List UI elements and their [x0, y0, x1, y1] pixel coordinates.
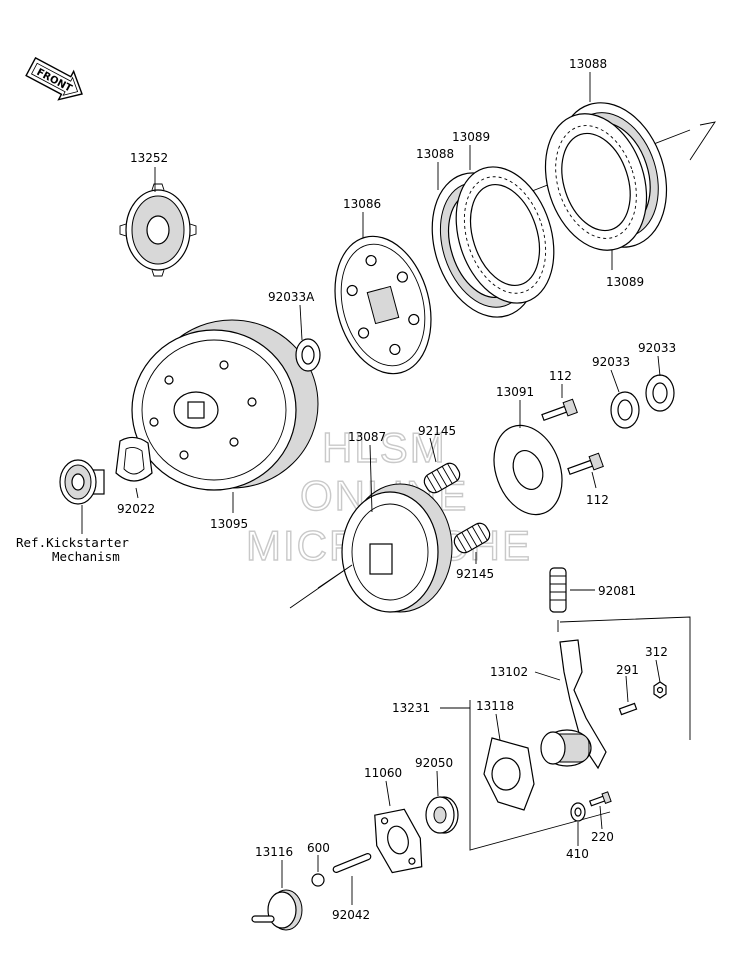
pressure-plate: [334, 235, 432, 375]
leader-lines: [81, 72, 661, 905]
release-lever: [559, 639, 607, 770]
seal-92050: [425, 796, 459, 834]
label-92050: 92050: [415, 756, 453, 770]
spring-92081: [549, 567, 567, 613]
label-92022: 92022: [117, 502, 155, 516]
bolt-112-bottom: [567, 452, 604, 476]
push-rod-13116: [251, 889, 303, 931]
watermark-line-1: HLSM: [322, 424, 447, 471]
label-92145-top: 92145: [418, 424, 456, 438]
reference-note-line-2: Mechanism: [52, 549, 120, 564]
gear-13252: [119, 183, 197, 277]
clutch-housing-gear: [131, 319, 319, 491]
label-13095: 13095: [210, 517, 248, 531]
washer-92033-b: [645, 374, 675, 412]
washer-92033A: [295, 338, 321, 372]
label-600: 600: [307, 841, 330, 855]
washer-410: [570, 802, 586, 822]
label-410: 410: [566, 847, 589, 861]
reference-note-line-1: Ref.Kickstarter: [16, 535, 129, 550]
label-13089-top: 13089: [452, 130, 490, 144]
plate-13091: [493, 424, 563, 516]
label-92033A: 92033A: [268, 290, 315, 304]
label-13089-bottom: 13089: [606, 275, 644, 289]
label-220: 220: [591, 830, 614, 844]
label-13091: 13091: [496, 385, 534, 399]
pin-92042: [332, 853, 372, 873]
ball-600: [311, 873, 325, 887]
label-13118: 13118: [476, 699, 514, 713]
label-112-bottom: 112: [586, 493, 609, 507]
front-arrow-icon: FRONT: [25, 56, 83, 101]
gasket-11060: [374, 808, 423, 874]
label-13087: 13087: [348, 430, 386, 444]
part-labels: 13088 13089 13088 13089 13252 13086 9203…: [16, 57, 676, 922]
label-92042: 92042: [332, 908, 370, 922]
label-13252: 13252: [130, 151, 168, 165]
screw-291: [618, 702, 638, 716]
label-92145-bottom: 92145: [456, 567, 494, 581]
kickstarter-gear: [59, 459, 105, 505]
release-shaft: [540, 729, 592, 767]
release-holder: [483, 737, 535, 811]
plate-92022: [115, 436, 153, 482]
clutch-plate-stack: [431, 102, 716, 318]
nut-312: [653, 681, 667, 699]
label-11060: 11060: [364, 766, 402, 780]
label-92033-b: 92033: [638, 341, 676, 355]
label-13231: 13231: [392, 701, 430, 715]
label-291: 291: [616, 663, 639, 677]
label-92081: 92081: [598, 584, 636, 598]
label-13088-top: 13088: [569, 57, 607, 71]
clutch-hub: [341, 483, 453, 613]
label-112-top: 112: [549, 369, 572, 383]
spring-92145-bottom: [453, 522, 491, 554]
label-13102: 13102: [490, 665, 528, 679]
label-13116: 13116: [255, 845, 293, 859]
bolt-112-top: [541, 398, 578, 422]
bolt-220: [588, 791, 612, 807]
spring-92145-top: [423, 462, 461, 494]
label-13088-mid: 13088: [416, 147, 454, 161]
label-312: 312: [645, 645, 668, 659]
label-92033-a: 92033: [592, 355, 630, 369]
washer-92033-a: [610, 391, 640, 429]
label-13086: 13086: [343, 197, 381, 211]
